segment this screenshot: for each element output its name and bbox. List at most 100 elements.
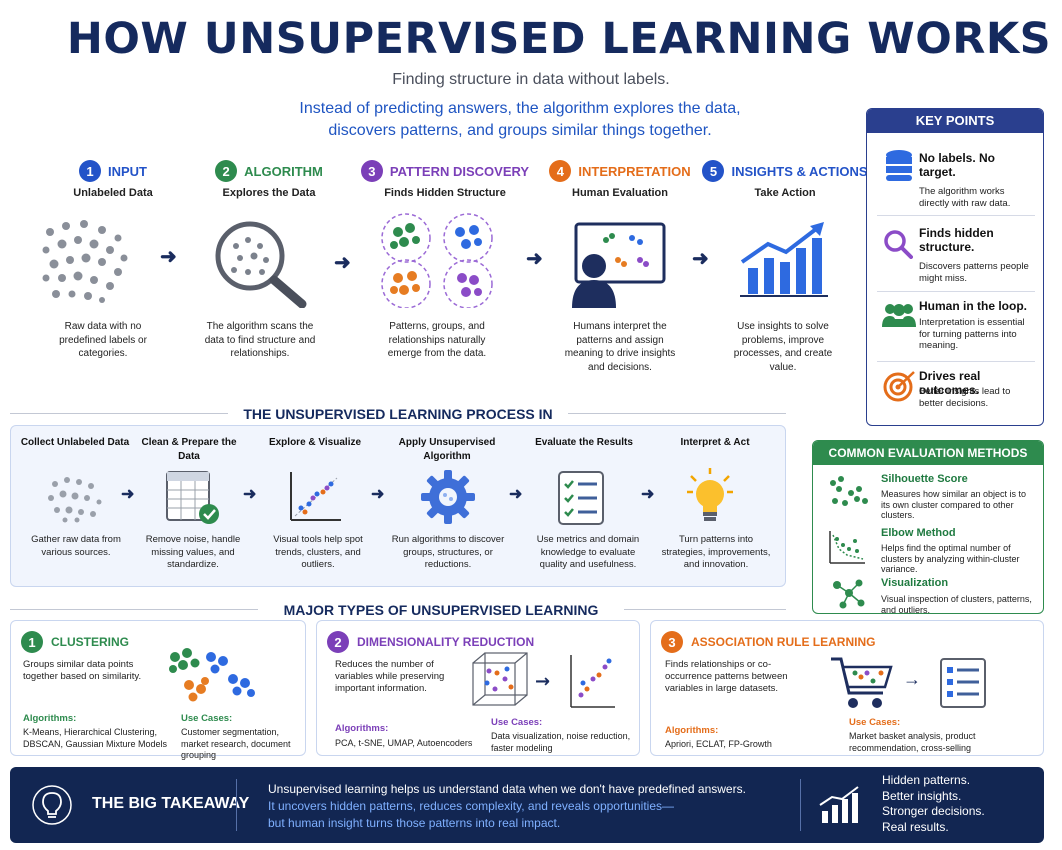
process-step-title: Explore & Visualize [268, 437, 362, 448]
step-number-badge: 2 [215, 160, 238, 182]
step-number-badge: 4 [549, 160, 572, 182]
key-point-description: The algorithm works directly with raw da… [919, 186, 1011, 209]
step-number-badge: 1 [79, 160, 101, 182]
flow-arrow-icon: ➜ [334, 252, 351, 274]
process-step-title: Clean & Prepare the Data [141, 437, 237, 462]
divider [877, 291, 1035, 292]
magnifier-icon [884, 230, 913, 259]
key-point-title: Drives real outcomes. [919, 369, 981, 397]
people-icon [882, 304, 916, 327]
step-title: PATTERN DISCOVERY [389, 163, 530, 179]
use-cases-list: Market basket analysis, product recommen… [849, 731, 976, 753]
takeaway-line-1: Unsupervised learning helps us understan… [268, 782, 746, 796]
rules-list-icon [940, 658, 986, 708]
evaluation-method-description: Measures how similar an object is to its… [881, 489, 1027, 520]
type-card-clustering: 1 CLUSTERING Groups similar data points … [10, 620, 306, 760]
type-description: Finds relationships or co-occurrence pat… [665, 659, 788, 694]
key-point-description: Better insights lead to better decisions… [919, 386, 1011, 409]
cluster-dots-icon [830, 476, 868, 506]
step-subtitle: Take Action [754, 187, 816, 199]
algorithms-list: PCA, t-SNE, UMAP, Autoencoders [335, 738, 473, 748]
result-item: Better insights. [882, 788, 962, 803]
human-evaluation-icon [572, 222, 666, 308]
evaluation-method-description: Helps find the optimal number of cluster… [881, 543, 1020, 574]
growth-chart-icon [819, 786, 859, 823]
result-item: Real results. [882, 819, 949, 834]
process-step-description: Use metrics and domain knowledge to eval… [536, 534, 640, 570]
step-algorithm: 2 ALGORITHM Explores the Data [184, 160, 354, 199]
step-pattern-discovery: 3 PATTERN DISCOVERY Finds Hidden Structu… [360, 160, 530, 199]
evaluation-method-title: Visualization [881, 577, 949, 589]
evaluation-method-title: Elbow Method [881, 527, 956, 539]
type-number-badge: 2 [327, 631, 349, 653]
step-description: Humans interpret the patterns and assign… [564, 321, 676, 373]
flow-arrow-icon: ➜ [371, 486, 385, 503]
use-cases-label: Use Cases: [849, 717, 901, 728]
step-interpretation: 4 INTERPRETATION Human Evaluation [535, 160, 705, 199]
use-cases-label: Use Cases: [491, 717, 543, 728]
algorithms-label: Algorithms: [23, 713, 77, 724]
step-title: INTERPRETATION [578, 163, 691, 179]
use-cases-list: Data visualization, noise reduction, fas… [491, 731, 631, 753]
checklist-icon [558, 471, 604, 525]
intro-line-2: discovers patterns, and groups similar t… [328, 122, 712, 139]
dimensionality-reduction-icon: → [472, 652, 615, 708]
flow-arrow-icon: ➜ [160, 246, 177, 268]
scatter-plot-icon [290, 472, 341, 521]
step-number-badge: 3 [360, 160, 383, 182]
process-step-description: Gather raw data from various sources. [31, 534, 121, 558]
process-panel: Collect Unlabeled Data Clean & Prepare t… [10, 425, 786, 587]
algorithms-list: Apriori, ECLAT, FP-Growth [665, 739, 772, 749]
takeaway-results: Hidden patterns. Better insights. Strong… [882, 773, 985, 835]
step-title: ALGORITHM [244, 163, 323, 179]
key-point-description: Discovers patterns people might miss. [919, 261, 1029, 284]
shopping-cart-icon [831, 657, 893, 708]
svg-text:→: → [535, 671, 550, 692]
type-title: ASSOCIATION RULE LEARNING [691, 635, 876, 649]
takeaway-line-2: It uncovers hidden patterns, reduces com… [268, 799, 674, 813]
clustering-icon [169, 648, 255, 702]
type-number-badge: 1 [21, 631, 43, 653]
algorithms-label: Algorithms: [665, 725, 719, 736]
step-description: Use insights to solve problems, improve … [733, 321, 833, 373]
use-cases-label: Use Cases: [181, 713, 233, 724]
key-point-title: No labels. No target. [919, 151, 996, 179]
types-title: MAJOR TYPES OF UNSUPERVISED LEARNING [258, 602, 624, 618]
key-point-description: Interpretation is essential for turning … [919, 317, 1025, 351]
key-point-title: Finds hidden structure. [919, 226, 994, 254]
process-step-title: Interpret & Act [680, 437, 750, 448]
step-subtitle: Explores the Data [222, 187, 316, 199]
step-description: Patterns, groups, and relationships natu… [387, 321, 487, 359]
key-points-header: KEY POINTS [867, 109, 1043, 133]
type-description: Reduces the number of variables while pr… [335, 659, 445, 694]
key-points-panel: KEY POINTS No labels. No target. The alg… [866, 108, 1044, 426]
evaluation-methods-panel: COMMON EVALUATION METHODS Silhouette Sco… [812, 440, 1044, 614]
page-title: HOW UNSUPERVISED LEARNING WORKS [66, 14, 1052, 64]
process-step-title: Collect Unlabeled Data [20, 437, 130, 448]
type-description: Groups similar data points together base… [23, 659, 142, 682]
process-step-description: Run algorithms to discover groups, struc… [391, 534, 505, 570]
process-step-description: Remove noise, handle missing values, and… [145, 534, 241, 570]
step-subtitle: Unlabeled Data [73, 187, 153, 199]
type-card-dimensionality-reduction: 2 DIMENSIONALITY REDUCTION Reduces the n… [316, 620, 640, 756]
algorithms-list: K-Means, Hierarchical Clustering, DBSCAN… [23, 727, 168, 749]
process-step-title: Apply Unsupervised Algorithm [398, 437, 496, 462]
result-item: Hidden patterns. [882, 773, 971, 787]
takeaway-label: THE BIG TAKEAWAY [92, 795, 250, 812]
flow-arrow-icon: ➜ [121, 486, 135, 503]
step-description: Raw data with no predefined labels or ca… [59, 321, 147, 359]
lightbulb-icon [32, 785, 72, 825]
type-number-badge: 3 [661, 631, 683, 653]
step-input: 1 INPUT Unlabeled Data [28, 160, 198, 199]
magnifier-icon [215, 221, 307, 308]
step-number-badge: 5 [702, 160, 725, 182]
growth-chart-icon [740, 222, 828, 297]
step-subtitle: Human Evaluation [572, 187, 668, 199]
takeaway-line-3: but human insight turns those patterns i… [268, 816, 561, 830]
network-nodes-icon [833, 579, 865, 609]
type-card-association-rule-learning: 3 ASSOCIATION RULE LEARNING Finds relati… [650, 620, 1044, 756]
flow-arrow-icon: ➜ [526, 248, 543, 270]
algorithms-label: Algorithms: [335, 723, 389, 734]
evaluation-header: COMMON EVALUATION METHODS [813, 441, 1043, 465]
result-item: Stronger decisions. [882, 804, 985, 818]
